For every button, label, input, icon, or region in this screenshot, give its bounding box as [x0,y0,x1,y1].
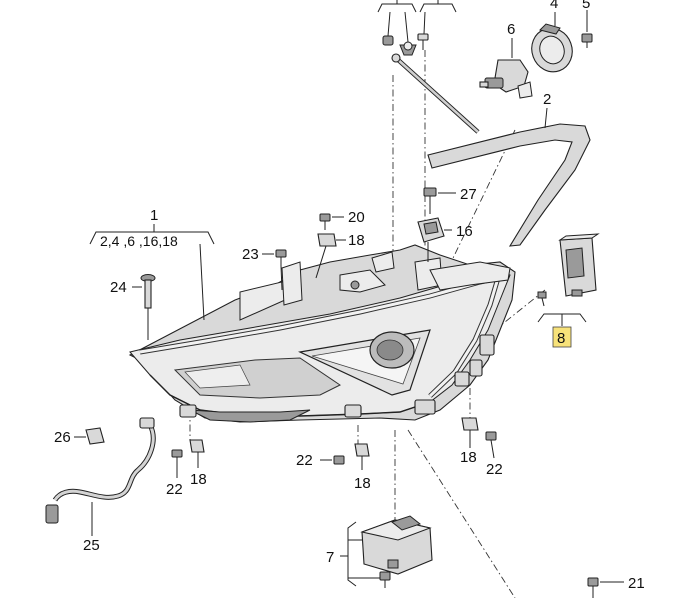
control-module-part-8 [537,233,600,326]
adjuster-rod [391,53,480,134]
screw-part-21 [587,577,624,598]
bracket-part-16 [417,217,452,262]
cover-cap-part-4 [531,12,573,73]
clip-part-18-top [315,233,346,279]
callout-24: 24 [110,279,127,296]
callout-22-right: 22 [486,461,503,478]
screw-part-5 [581,10,593,48]
clip-part-18-lower-left [189,439,205,468]
screw-part-23 [262,249,287,291]
callout-18-top: 18 [348,232,365,249]
screw-part-22-center [320,455,345,465]
trim-strip-part-2 [427,107,591,247]
top-bracket-group [377,0,457,43]
callout-25: 25 [83,537,100,554]
lamp-holder-part-6 [479,38,533,99]
callout-6: 6 [507,21,515,38]
callout-26: 26 [54,429,71,446]
callout-20: 20 [348,209,365,226]
callout-8-highlight [552,326,572,348]
clip-part-18-right [461,417,479,448]
callout-8: 8 [557,330,565,347]
top-fasteners [382,33,429,56]
screw-part-20 [319,213,344,230]
callout-5: 5 [582,0,590,12]
callout-7: 7 [326,549,334,566]
callout-22-center: 22 [296,452,313,469]
callout-27: 27 [460,186,477,203]
clip-part-18-center [354,443,370,470]
clip-part-26 [74,427,105,445]
screw-part-22-right [485,431,497,459]
callout-18-right: 18 [460,449,477,466]
screw-part-22-lower-left [171,449,183,478]
wiring-harness-part-25 [45,417,156,536]
callout-1-subparts: 2,4 ,6 ,16,18 [100,233,178,249]
callout-22-lower-left: 22 [166,481,183,498]
callout-23: 23 [242,246,259,263]
screw-part-27 [423,187,456,214]
callout-2: 2 [543,91,551,108]
callout-18-center: 18 [354,475,371,492]
callout-1: 1 [150,207,158,224]
callout-21: 21 [628,575,645,592]
callout-18-lower-left: 18 [190,471,207,488]
headlight-housing-part-1 [128,244,516,423]
callout-labels: 1 2,4 ,6 ,16,18 2 4 5 6 7 8 16 18 18 18 … [54,0,645,592]
callout-1-bracket [89,224,215,340]
callout-4: 4 [550,0,558,12]
bolt-part-24 [132,274,156,309]
led-driver-part-7 [340,515,433,588]
callout-16: 16 [456,223,473,240]
